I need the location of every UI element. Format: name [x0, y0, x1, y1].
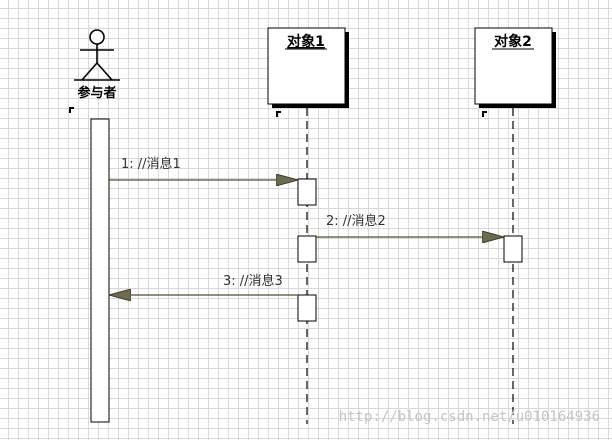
- message-1[interactable]: 1: //消息1: [109, 156, 298, 180]
- message-3-label: 3: //消息3: [223, 273, 283, 289]
- actor-activation-bar[interactable]: [90, 118, 110, 423]
- object-2-box: [474, 27, 553, 105]
- actor[interactable]: 参与者: [74, 29, 120, 101]
- actor-stick-figure-icon: [74, 29, 120, 81]
- object-2-title: 对象2: [494, 33, 532, 50]
- object-1-title: 对象1: [287, 33, 325, 50]
- object-1-activation-1[interactable]: [297, 178, 317, 206]
- actor-label: 参与者: [77, 85, 116, 101]
- message-3[interactable]: 3: //消息3: [109, 273, 298, 295]
- actor-anchor-icon: [69, 107, 74, 113]
- object-1-anchor-icon: [276, 111, 281, 117]
- message-2-label: 2: //消息2: [326, 213, 386, 229]
- watermark: http://blog.csdn.net/u010164936: [339, 409, 600, 425]
- message-2[interactable]: 2: //消息2: [316, 213, 504, 237]
- object-1-activation-2[interactable]: [297, 235, 317, 263]
- object-2[interactable]: 对象2: [474, 27, 556, 108]
- object-2-activation-1[interactable]: [503, 235, 523, 263]
- object-1-activation-3[interactable]: [297, 294, 317, 322]
- object-1-box: [267, 27, 346, 105]
- object-1[interactable]: 对象1: [267, 27, 349, 108]
- message-1-label: 1: //消息1: [121, 156, 181, 172]
- object-2-anchor-icon: [482, 111, 487, 117]
